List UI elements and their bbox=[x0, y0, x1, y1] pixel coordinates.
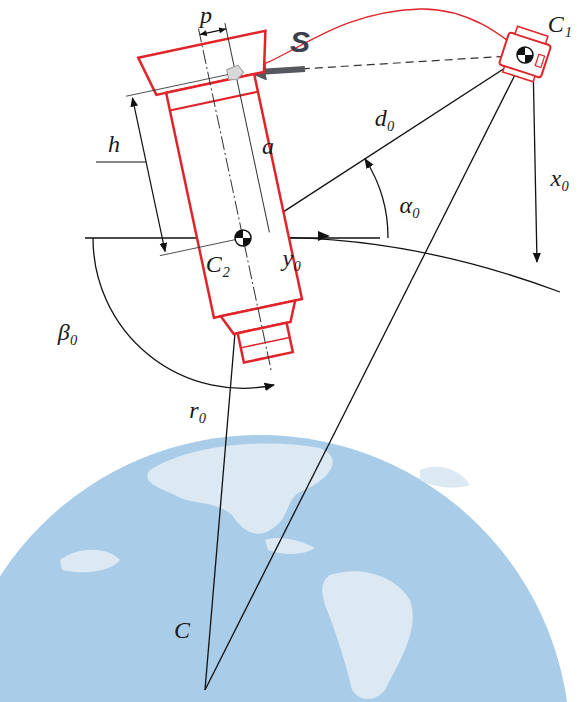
coordinate-label: y₀ bbox=[283, 246, 302, 270]
point-label: C bbox=[174, 618, 190, 642]
radius-label: r₀ bbox=[189, 398, 207, 422]
earth bbox=[0, 435, 570, 702]
point-label: C₁ bbox=[548, 12, 572, 36]
dimension-label: h bbox=[108, 132, 120, 156]
dimension-label: a bbox=[262, 134, 274, 158]
spacecraft bbox=[115, 15, 335, 390]
distance-label: d₀ bbox=[375, 106, 395, 130]
angle-label: β₀ bbox=[58, 320, 78, 344]
satellite bbox=[497, 24, 554, 83]
dimension-label: p bbox=[200, 3, 212, 27]
dimension-label: x₀ bbox=[551, 166, 570, 190]
force-label: S bbox=[290, 27, 310, 57]
angle-label: α₀ bbox=[400, 193, 421, 217]
point-label: C₂ bbox=[206, 252, 230, 276]
